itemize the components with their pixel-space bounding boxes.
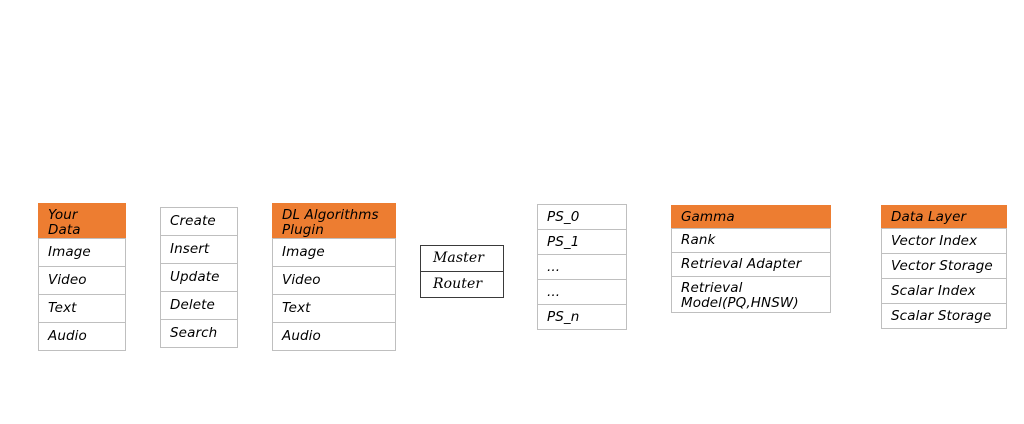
ps-row-ellipsis-2: ... xyxy=(537,279,627,305)
your-data-row-audio: Audio xyxy=(38,322,126,351)
master-router-row-router: Router xyxy=(420,271,504,298)
column-operations: Create Insert Update Delete Search xyxy=(160,207,238,348)
ps-row-0: PS_0 xyxy=(537,204,627,230)
gamma-header: Gamma xyxy=(671,205,831,229)
column-master-router: Master Router xyxy=(420,245,504,298)
operations-row-update: Update xyxy=(160,263,238,292)
ps-row-1: PS_1 xyxy=(537,229,627,255)
column-data-layer: Data Layer Vector Index Vector Storage S… xyxy=(881,205,1007,329)
operations-row-insert: Insert xyxy=(160,235,238,264)
dl-plugin-row-audio: Audio xyxy=(272,322,396,351)
your-data-row-image: Image xyxy=(38,238,126,267)
data-layer-row-vector-index: Vector Index xyxy=(881,228,1007,254)
data-layer-row-scalar-storage: Scalar Storage xyxy=(881,303,1007,329)
operations-row-delete: Delete xyxy=(160,291,238,320)
data-layer-row-scalar-index: Scalar Index xyxy=(881,278,1007,304)
dl-plugin-row-text: Text xyxy=(272,294,396,323)
ps-row-n: PS_n xyxy=(537,304,627,330)
column-ps-nodes: PS_0 PS_1 ... ... PS_n xyxy=(537,204,627,330)
dl-plugin-row-video: Video xyxy=(272,266,396,295)
your-data-row-text: Text xyxy=(38,294,126,323)
gamma-row-retrieval-model: Retrieval Model(PQ,HNSW) xyxy=(671,276,831,313)
ps-row-ellipsis-1: ... xyxy=(537,254,627,280)
column-dl-algorithms-plugin: DL Algorithms Plugin Image Video Text Au… xyxy=(272,203,396,351)
data-layer-header: Data Layer xyxy=(881,205,1007,229)
column-your-data: Your Data Image Video Text Audio xyxy=(38,203,126,351)
your-data-header: Your Data xyxy=(38,203,126,239)
your-data-row-video: Video xyxy=(38,266,126,295)
data-layer-row-vector-storage: Vector Storage xyxy=(881,253,1007,279)
gamma-row-rank: Rank xyxy=(671,228,831,253)
operations-row-search: Search xyxy=(160,319,238,348)
dl-plugin-row-image: Image xyxy=(272,238,396,267)
gamma-row-retrieval-adapter: Retrieval Adapter xyxy=(671,252,831,277)
column-gamma: Gamma Rank Retrieval Adapter Retrieval M… xyxy=(671,205,831,313)
master-router-row-master: Master xyxy=(420,245,504,272)
dl-plugin-header: DL Algorithms Plugin xyxy=(272,203,396,239)
operations-row-create: Create xyxy=(160,207,238,236)
